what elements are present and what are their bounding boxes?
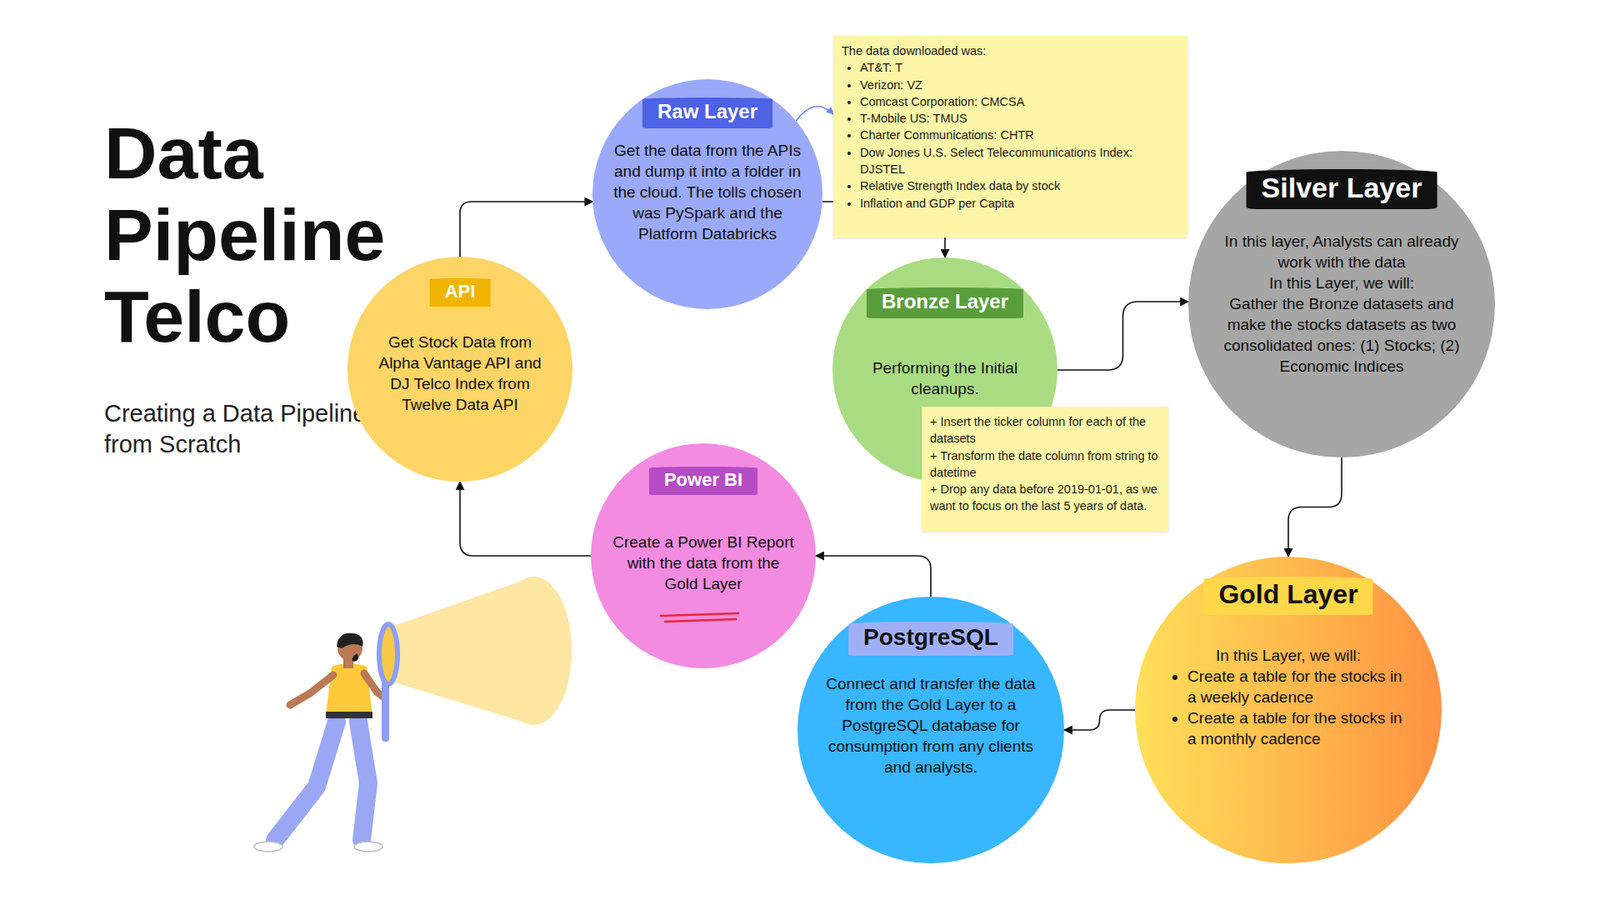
layer-body: Get Stock Data from Alpha Vantage API an… (367, 331, 553, 415)
badge-text: Raw Layer (657, 100, 758, 123)
bullet-item: Dow Jones U.S. Select Telecommunications… (860, 144, 1180, 179)
illustration-part (275, 721, 337, 840)
badge-text: Gold Layer (1218, 579, 1358, 610)
raw-layer-circle: Raw LayerGet the data from the APIs and … (592, 79, 823, 310)
flashlight-beam (391, 576, 572, 725)
body-text: Get the data from the APIs and dump it i… (608, 140, 807, 245)
badge-text: PostgreSQL (863, 624, 999, 650)
badge-text: API (445, 280, 476, 302)
bullet-item: T-Mobile US: TMUS (860, 110, 1180, 127)
badge-text: Power BI (664, 469, 743, 490)
note-text: + Drop any data before 2019-01-01, as we… (930, 480, 1160, 515)
bullet-item: Inflation and GDP per Capita (860, 195, 1180, 212)
bullet-item: Comcast Corporation: CMCSA (860, 93, 1180, 110)
layer-body: Connect and transfer the data from the G… (817, 673, 1045, 778)
note-text: + Insert the ticker column for each of t… (930, 413, 1160, 448)
layer-badge: Raw Layer (642, 97, 773, 129)
sticky-note: + Insert the ticker column for each of t… (921, 406, 1169, 532)
illustration-part (352, 653, 360, 662)
illustration-part (290, 675, 334, 705)
bullet-list: AT&T: TVerizon: VZComcast Corporation: C… (841, 59, 1180, 212)
layer-body: Performing the Initial cleanups. (851, 357, 1039, 400)
body-text: Gather the Bronze datasets and make the … (1215, 293, 1469, 377)
bullet-item: Verizon: VZ (860, 76, 1180, 94)
flow-arrow (460, 481, 591, 556)
body-text: Create a Power BI Report with the data f… (611, 531, 795, 595)
body-text: In this layer, Analysts can already work… (1215, 230, 1469, 273)
pointer-arrow (795, 106, 834, 121)
layer-body: Create a Power BI Report with the data f… (611, 531, 795, 595)
layer-badge: Gold Layer (1203, 576, 1373, 615)
layer-badge: Bronze Layer (866, 287, 1024, 319)
layer-body: Get the data from the APIs and dump it i… (608, 140, 807, 245)
body-text: In this Layer, we will: (1215, 272, 1469, 294)
bullet-item: Create a table for the stocks in a month… (1187, 707, 1410, 750)
illustration-part (254, 841, 283, 852)
bullet-item: Charter Communications: CHTR (860, 126, 1180, 144)
illustration-part (358, 721, 369, 840)
layer-badge: API (430, 278, 491, 307)
flashlight (379, 624, 398, 742)
flow-arrow (460, 201, 593, 257)
body-text: Get Stock Data from Alpha Vantage API an… (367, 331, 553, 415)
illustration-part (325, 711, 373, 719)
bullet-list: Create a table for the stocks in a weekl… (1167, 665, 1410, 750)
diagram-caption: Creating a Data Pipeline from Scratch (104, 398, 380, 460)
postgresql-circle: PostgreSQL Connect and transfer the data … (797, 596, 1065, 864)
layer-body: In this layer, Analysts can already work… (1215, 230, 1469, 378)
layer-badge: Silver Layer (1246, 169, 1438, 210)
bullet-item: AT&T: T (860, 59, 1180, 76)
badge-text: Bronze Layer (881, 290, 1009, 313)
caption-block: Creating a Data Pipeline from Scratch (104, 398, 380, 460)
body-text: In this Layer, we will: (1167, 645, 1410, 666)
illustration-part (336, 633, 364, 649)
sticky-note: The data downloaded was:AT&T: TVerizon: … (833, 35, 1188, 238)
illustration-part (391, 576, 572, 725)
illustration-part (381, 680, 390, 742)
layer-badge: Power BI (649, 466, 758, 495)
api-circle: API Get Stock Data from Alpha Vantage API… (347, 256, 573, 482)
bullet-item: Create a table for the stocks in a weekl… (1187, 665, 1410, 708)
bullet-item: Relative Strength Index data by stock (860, 177, 1180, 195)
note-text: + Transform the date column from string … (930, 447, 1160, 482)
person-figure (254, 633, 385, 852)
flow-arrow (1064, 710, 1135, 730)
flow-arrow (1288, 457, 1342, 557)
badge-text: Silver Layer (1261, 171, 1423, 204)
gold-layer-circle: Gold LayerIn this Layer, we will:Create … (1135, 556, 1442, 864)
note-text: The data downloaded was: (841, 42, 1180, 60)
layer-badge: PostgreSQL (848, 621, 1014, 656)
flow-arrow (815, 555, 931, 597)
flow-arrow (1057, 301, 1189, 370)
body-text: Connect and transfer the data from the G… (817, 673, 1045, 778)
illustration-part (660, 613, 739, 616)
illustration-part (354, 841, 383, 852)
silver-layer-circle: Silver Layer In this layer, Analysts can … (1188, 150, 1495, 458)
layer-body: In this Layer, we will:Create a table fo… (1167, 645, 1410, 750)
illustration-part (665, 619, 736, 622)
body-text: Performing the Initial cleanups. (851, 357, 1039, 400)
illustration-part (495, 576, 572, 725)
illustration-part (379, 624, 398, 685)
power-bi-circle: Power BI Create a Power BI Report with th… (590, 443, 816, 669)
